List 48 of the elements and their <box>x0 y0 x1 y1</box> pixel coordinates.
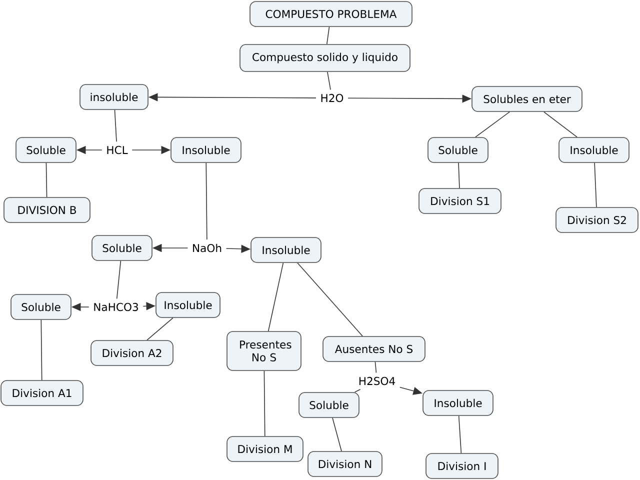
linking-phrase: NaHCO3 <box>89 298 143 316</box>
connector-line <box>146 318 174 340</box>
concept-box: Compuesto solido y liquido <box>240 44 410 72</box>
connector-line <box>46 162 48 198</box>
connector-line <box>297 262 363 336</box>
concept-box: Division S2 <box>556 207 638 233</box>
concept-box: Ausentes No S <box>322 336 426 362</box>
concept-box: Division S1 <box>418 188 502 214</box>
linking-phrase: NaOh <box>188 240 226 256</box>
connector-line <box>206 162 208 240</box>
connector-line <box>544 112 578 138</box>
connector-line <box>354 388 361 392</box>
connector-line <box>114 110 117 142</box>
connector-line <box>327 72 331 90</box>
linking-phrase: H2SO4 <box>354 372 400 390</box>
concept-box: Soluble <box>10 294 72 320</box>
concept-box: Insoluble <box>156 292 220 318</box>
concept-box: Presentes No S <box>226 331 302 371</box>
linking-phrase: H2O <box>316 90 348 106</box>
connector-line <box>594 162 597 208</box>
connector-line <box>40 320 42 380</box>
connector-line <box>326 26 330 44</box>
connector-line <box>332 418 342 452</box>
connector-line <box>264 370 266 436</box>
linking-phrase: HCL <box>102 142 132 158</box>
concept-box: COMPUESTO PROBLEMA <box>250 1 412 27</box>
concept-box: Division M <box>226 436 304 462</box>
concept-box: Division A2 <box>90 340 174 366</box>
concept-box: Soluble <box>16 137 76 163</box>
connector-line <box>374 362 377 374</box>
concept-box: Soluble <box>298 392 360 418</box>
concept-box: Insoluble <box>422 390 494 416</box>
concept-box: Insoluble <box>558 137 630 163</box>
connector-line <box>268 262 284 332</box>
connector-line <box>475 112 510 138</box>
concept-box: Solubles en eter <box>472 86 582 112</box>
concept-box: insoluble <box>80 84 148 110</box>
connector-line <box>116 260 122 300</box>
concept-box: Soluble <box>428 137 488 163</box>
concept-box: Soluble <box>92 235 152 261</box>
connector-line <box>458 416 462 454</box>
concept-box: Division I <box>426 453 498 479</box>
connector-line <box>458 162 460 188</box>
concept-box: Division A1 <box>0 380 84 406</box>
concept-box: Insoluble <box>250 237 322 263</box>
concept-box: Division N <box>308 451 382 477</box>
concept-box: DIVISION B <box>4 197 90 223</box>
concept-box: Insoluble <box>170 137 242 163</box>
